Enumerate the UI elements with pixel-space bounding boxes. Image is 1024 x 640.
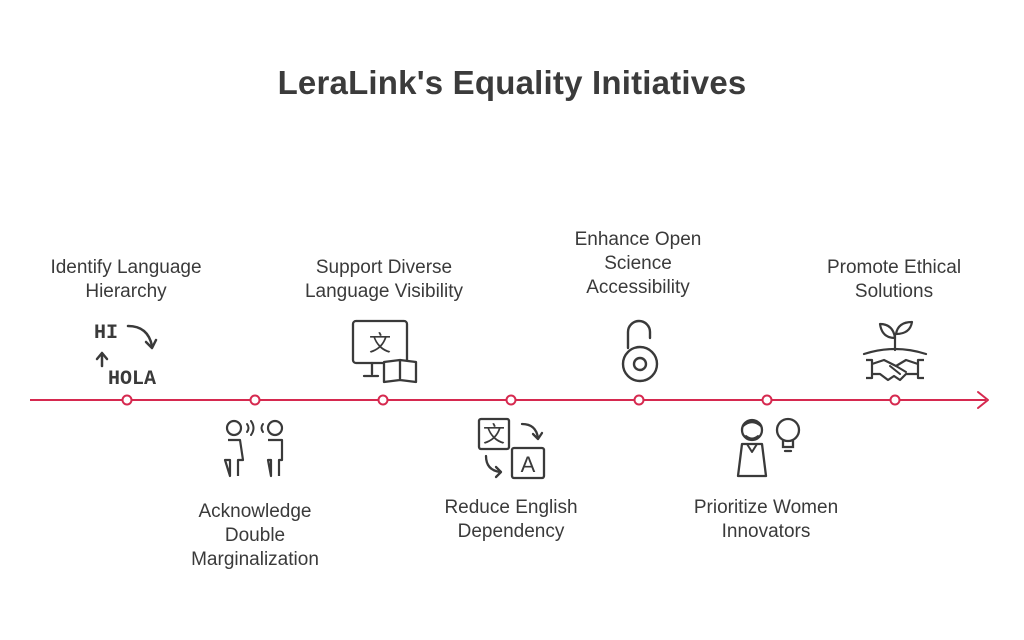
- milestone-label-promote: Promote Ethical Solutions: [826, 257, 962, 302]
- open-lock-icon: [621, 319, 659, 383]
- timeline-arrowhead: [977, 391, 989, 409]
- woman-idea-icon: [736, 417, 801, 478]
- icon-glyph-wen-2: 文: [483, 423, 505, 448]
- language-swap-icon: HI HOLA: [94, 322, 158, 388]
- diagram-title: LeraLink's Equality Initiatives: [277, 64, 747, 101]
- milestone-label-reduce: Reduce English Dependency: [444, 497, 578, 542]
- translate-icon: 文 A: [477, 417, 546, 480]
- milestone-label-enhance: Enhance Open Science Accessibility: [574, 229, 702, 298]
- timeline-marker-support: [377, 394, 389, 406]
- timeline-marker-reduce: [505, 394, 517, 406]
- timeline-marker-prioritize: [761, 394, 773, 406]
- icon-glyph-wen: 文: [369, 332, 391, 357]
- icon-text-hi: HI: [94, 322, 118, 345]
- timeline-marker-enhance: [633, 394, 645, 406]
- timeline-marker-promote: [889, 394, 901, 406]
- milestone-label-acknowledge: Acknowledge Double Marginalization: [191, 501, 319, 570]
- timeline-marker-identify: [121, 394, 133, 406]
- milestone-label-prioritize: Prioritize Women Innovators: [693, 497, 839, 542]
- icon-letter-a: A: [521, 452, 536, 477]
- people-speaking-icon: [223, 419, 284, 478]
- milestone-label-identify: Identify Language Hierarchy: [50, 257, 202, 302]
- icon-text-hola: HOLA: [108, 368, 156, 388]
- monitor-translate-book-icon: 文: [351, 319, 418, 384]
- milestone-label-support: Support Diverse Language Visibility: [304, 257, 464, 302]
- handshake-plant-icon: [862, 320, 928, 382]
- timeline-marker-acknowledge: [249, 394, 261, 406]
